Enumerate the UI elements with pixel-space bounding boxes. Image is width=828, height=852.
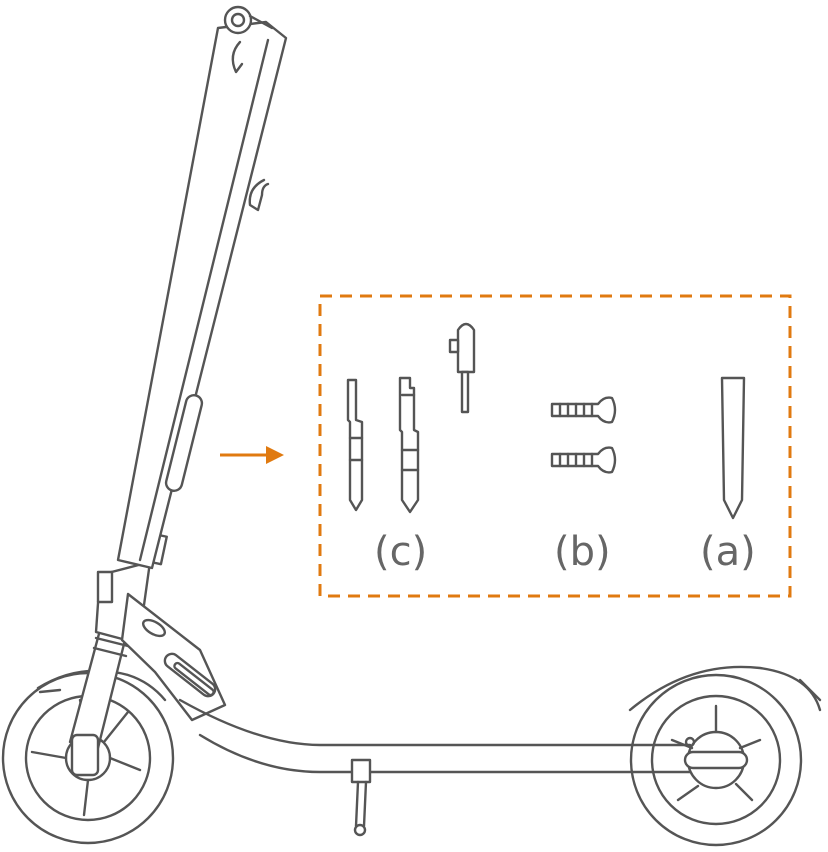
stem-parts-icon bbox=[346, 322, 476, 514]
parts-box bbox=[318, 294, 792, 598]
rear-wheel-icon bbox=[629, 673, 803, 847]
rear-fender-icon bbox=[628, 665, 822, 712]
stem-slot-icon bbox=[164, 394, 204, 492]
handlebar-knob-icon bbox=[223, 5, 253, 35]
hook-icon bbox=[248, 178, 270, 212]
screws-icon bbox=[550, 396, 617, 474]
rod-icon bbox=[720, 376, 746, 520]
stem-icon bbox=[116, 20, 288, 570]
arrow-icon bbox=[220, 446, 284, 464]
label-a: (a) bbox=[700, 529, 756, 575]
label-c: (c) bbox=[374, 529, 428, 575]
label-b: (b) bbox=[554, 529, 611, 575]
front-fork-icon bbox=[68, 628, 128, 750]
kickstand-icon bbox=[350, 758, 372, 837]
scooter-icon bbox=[1, 5, 822, 847]
deck-icon bbox=[178, 698, 692, 747]
neck-plate-icon bbox=[120, 592, 227, 722]
